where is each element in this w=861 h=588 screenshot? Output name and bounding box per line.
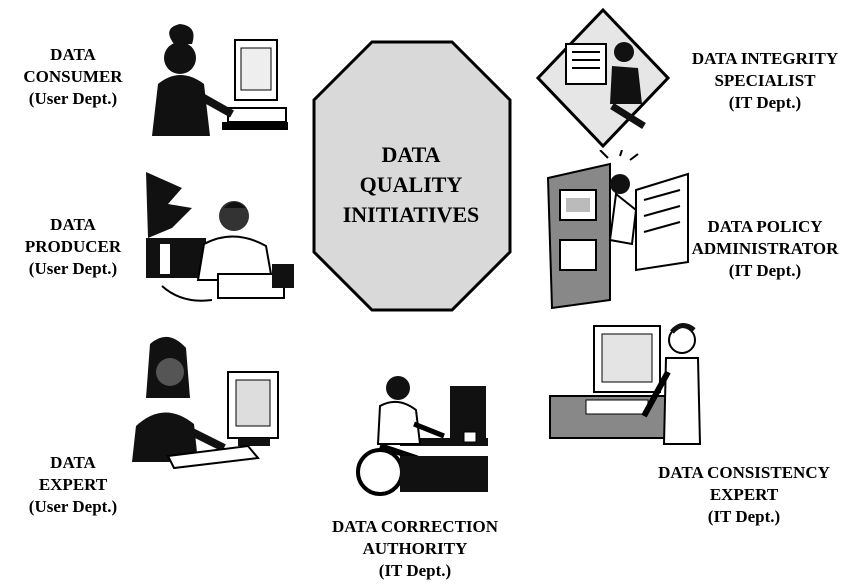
label-line: (IT Dept.) [728,93,802,112]
data-correction-authority-illustration [356,376,488,496]
label-data-producer: DATA PRODUCER (User Dept.) [8,214,138,280]
label-line: (User Dept.) [28,89,118,108]
label-line: (IT Dept.) [378,561,452,580]
center-title-line2: QUALITY [359,172,463,197]
label-line: DATA INTEGRITY [691,49,839,68]
label-line: DATA CORRECTION [331,517,499,536]
label-data-policy-administrator: DATA POLICY ADMINISTRATOR (IT Dept.) [672,216,858,282]
label-data-integrity-specialist: DATA INTEGRITY SPECIALIST (IT Dept.) [672,48,858,114]
data-expert-illustration [132,336,279,470]
label-data-consistency-expert: DATA CONSISTENCY EXPERT (IT Dept.) [634,462,854,528]
center-title: DATA QUALITY INITIATIVES [313,140,509,230]
label-line: DATA [50,45,96,64]
label-line: SPECIALIST [714,71,816,90]
label-line: ADMINISTRATOR [691,239,839,258]
data-producer-illustration [146,172,294,302]
label-line: (User Dept.) [28,259,118,278]
data-consumer-illustration [152,24,288,136]
label-line: PRODUCER [24,237,122,256]
label-line: EXPERT [709,485,779,504]
label-line: AUTHORITY [362,539,468,558]
label-data-consumer: DATA CONSUMER (User Dept.) [8,44,138,110]
label-line: DATA [50,453,96,472]
data-integrity-specialist-illustration [536,8,670,148]
label-line: DATA POLICY [707,217,823,236]
label-data-expert: DATA EXPERT (User Dept.) [8,452,138,518]
label-line: CONSUMER [23,67,123,86]
label-data-correction-authority: DATA CORRECTION AUTHORITY (IT Dept.) [300,516,530,582]
center-title-line3: INITIATIVES [342,202,480,227]
label-line: EXPERT [38,475,108,494]
data-consistency-expert-illustration [549,323,702,445]
label-line: (User Dept.) [28,497,118,516]
label-line: (IT Dept.) [707,507,781,526]
label-line: DATA CONSISTENCY [658,463,830,482]
label-line: (IT Dept.) [728,261,802,280]
center-octagon [312,40,512,312]
data-policy-administrator-illustration [546,150,689,310]
center-title-line1: DATA [381,142,441,167]
label-line: DATA [50,215,96,234]
